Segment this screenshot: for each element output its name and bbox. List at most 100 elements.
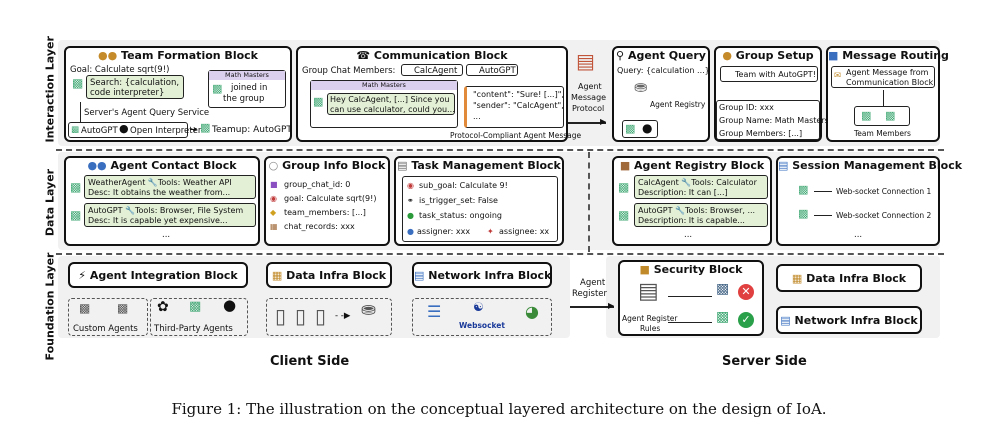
- globe-icon: ◕: [525, 302, 539, 321]
- data-infra-server-title: Data Infra Block: [806, 272, 907, 285]
- data-infra-client-block: ▦ Data Infra Block: [266, 262, 392, 288]
- group-info-records: chat_records: xxx: [284, 222, 355, 231]
- reject-branch: [668, 296, 712, 297]
- id-icon: ■: [270, 180, 278, 189]
- person-icon: ●: [407, 227, 414, 236]
- joined-line-2: the group: [223, 94, 265, 104]
- chat-window-title: Math Masters: [362, 81, 406, 89]
- members-label: Group Chat Members:: [302, 66, 396, 76]
- robot-icon: ▩: [798, 207, 809, 220]
- routing-arrow: [883, 90, 884, 106]
- third-party-agents-group: ✿ ▩ ● Third-Party Agents: [150, 298, 248, 336]
- search-bubble: Search: {calculation, code interpreter}: [86, 75, 184, 99]
- session-ellipsis: ...: [854, 230, 863, 240]
- group-info-block: ○ Group Info Block group_chat_id: 0 ■ go…: [264, 156, 390, 246]
- member-2: AutoGPT: [479, 66, 516, 76]
- third-party-agents-label: Third-Party Agents: [154, 324, 233, 334]
- member-chip-1: CalcAgent: [401, 64, 463, 76]
- json-line-3: ...: [473, 112, 481, 121]
- query-label: Query: {calculation ...}: [617, 66, 710, 75]
- accept-icon: ✓: [738, 312, 754, 328]
- security-block: ■ Security Block ▤ Agent Register Rules …: [618, 260, 764, 336]
- pin-icon: ✦: [487, 227, 494, 236]
- contact-2-line-2: Desc: It is capable yet expensive...: [88, 216, 228, 225]
- reject-icon: ✕: [738, 284, 754, 300]
- robot-icon: ▩: [618, 180, 630, 194]
- agent-integration-title: Agent Integration Block: [89, 269, 238, 282]
- robot-icon: ▩: [117, 301, 129, 315]
- registry-2-line-1: AutoGPT 🔧Tools: Browser, ...: [638, 206, 756, 215]
- registry-1-line-2: Description: It can [...]: [638, 188, 728, 197]
- layer-separator-bottom: [56, 253, 944, 255]
- connection-line-2: [814, 215, 832, 216]
- group-details: Group ID: xxx Group Name: Math Masters G…: [716, 100, 829, 140]
- group-members: Group Members: [...]: [719, 129, 803, 138]
- registry-label: Agent Registry: [650, 100, 706, 109]
- server-icon: ▯: [295, 304, 307, 328]
- robot-icon: ▩: [861, 109, 872, 122]
- search-line-1: Search: {calculation,: [90, 78, 180, 88]
- data-infra-server-block: ▦ Data Infra Block: [776, 264, 922, 292]
- contact-card-2: AutoGPT 🔧Tools: Browser, File System Des…: [84, 203, 256, 227]
- group-window: Math Masters ▩ joined in the group: [208, 70, 286, 108]
- open-interpreter-icon: ●: [223, 296, 237, 314]
- network-infra-server-block: ▤ Network Infra Block: [776, 306, 922, 334]
- task-status: task_status: ongoing: [419, 211, 502, 220]
- robot-icon: ▩: [212, 82, 223, 95]
- rules-document-icon: ▤: [638, 279, 659, 304]
- group-info-goal: goal: Calculate sqrt(9!): [284, 194, 377, 203]
- target-icon: ◉: [270, 194, 277, 203]
- records-icon: ▦: [270, 222, 278, 231]
- group-setup-block: ● Group Setup Team with AutoGPT! Group I…: [714, 46, 829, 142]
- robot-icon: ▩: [71, 125, 80, 135]
- foundation-layer-label: Foundation Layer: [43, 252, 57, 361]
- agent-registry-block: ■ Agent Registry Block ▩ CalcAgent 🔧Tool…: [612, 156, 772, 246]
- box-icon: ■: [619, 159, 635, 172]
- routed-message: ✉ Agent Message from Communication Block: [831, 66, 935, 88]
- arrow-right-icon: ➔: [190, 125, 198, 135]
- robot-icon: ▩: [798, 183, 809, 196]
- layer-separator-top: [56, 149, 944, 151]
- robot-icon: ▩: [716, 281, 730, 297]
- group-info-title: Group Info Block: [282, 159, 386, 172]
- chat-line-1: Hey CalcAgent, [...] Since you: [330, 95, 450, 104]
- registry-1-line-1: CalcAgent 🔧Tools: Calculator: [638, 178, 757, 187]
- team-formation-block: ●● Team Formation Block Goal: Calculate …: [64, 46, 292, 142]
- agent-query-block: ⚲ Agent Query Query: {calculation ...} ⛂…: [612, 46, 710, 142]
- people-icon: ●: [722, 49, 736, 62]
- robot-icon: ▩: [72, 76, 84, 90]
- server-side-label: Server Side: [722, 354, 807, 369]
- agent-register-arrow: [570, 306, 614, 308]
- task-sub-goal: sub_goal: Calculate 9!: [419, 181, 508, 190]
- network-infra-client-block: ▤ Network Infra Block: [412, 262, 552, 288]
- communication-block: ☎ Communication Block Group Chat Members…: [296, 46, 581, 142]
- team-members-label: Team Members: [854, 129, 911, 138]
- status-icon: ●: [407, 211, 414, 220]
- network-infra-server-title: Network Infra Block: [794, 314, 918, 327]
- candidate-agent-1: AutoGPT: [81, 126, 118, 136]
- agent-contact-title: Agent Contact Block: [110, 159, 237, 172]
- connection-2: Web-socket Connection 2: [836, 211, 932, 220]
- openai-icon: ✿: [157, 299, 169, 315]
- people-icon: ●●: [98, 49, 122, 62]
- agent-registry-title: Agent Registry Block: [634, 159, 765, 172]
- network-icon: ▤: [414, 269, 429, 282]
- rules-line-2: Rules: [640, 324, 661, 333]
- clipboard-icon: ▤: [397, 159, 412, 172]
- registry-ellipsis: ...: [684, 230, 693, 240]
- group-window-titlebar: Math Masters: [209, 71, 285, 80]
- registry-card-1: CalcAgent 🔧Tools: Calculator Description…: [634, 175, 768, 199]
- custom-agents-label: Custom Agents: [73, 324, 138, 334]
- robot-icon: ▩: [70, 180, 82, 194]
- query-service-arrow: [80, 102, 81, 122]
- protocol-line-3: Protocol: [572, 104, 605, 113]
- contact-ellipsis: ...: [162, 230, 171, 240]
- agent-query-title: Agent Query: [627, 49, 706, 62]
- robot-icon: ▩: [189, 299, 202, 314]
- session-management-block: ▤ Session Management Block ▩ Web-socket …: [776, 156, 962, 246]
- database-icon: ▦: [271, 269, 287, 282]
- routing-icon: ■: [828, 49, 843, 62]
- robot-icon: ▩: [885, 109, 896, 122]
- websocket-icon: ☯: [473, 300, 484, 314]
- agent-register-line-2: Register: [572, 289, 607, 299]
